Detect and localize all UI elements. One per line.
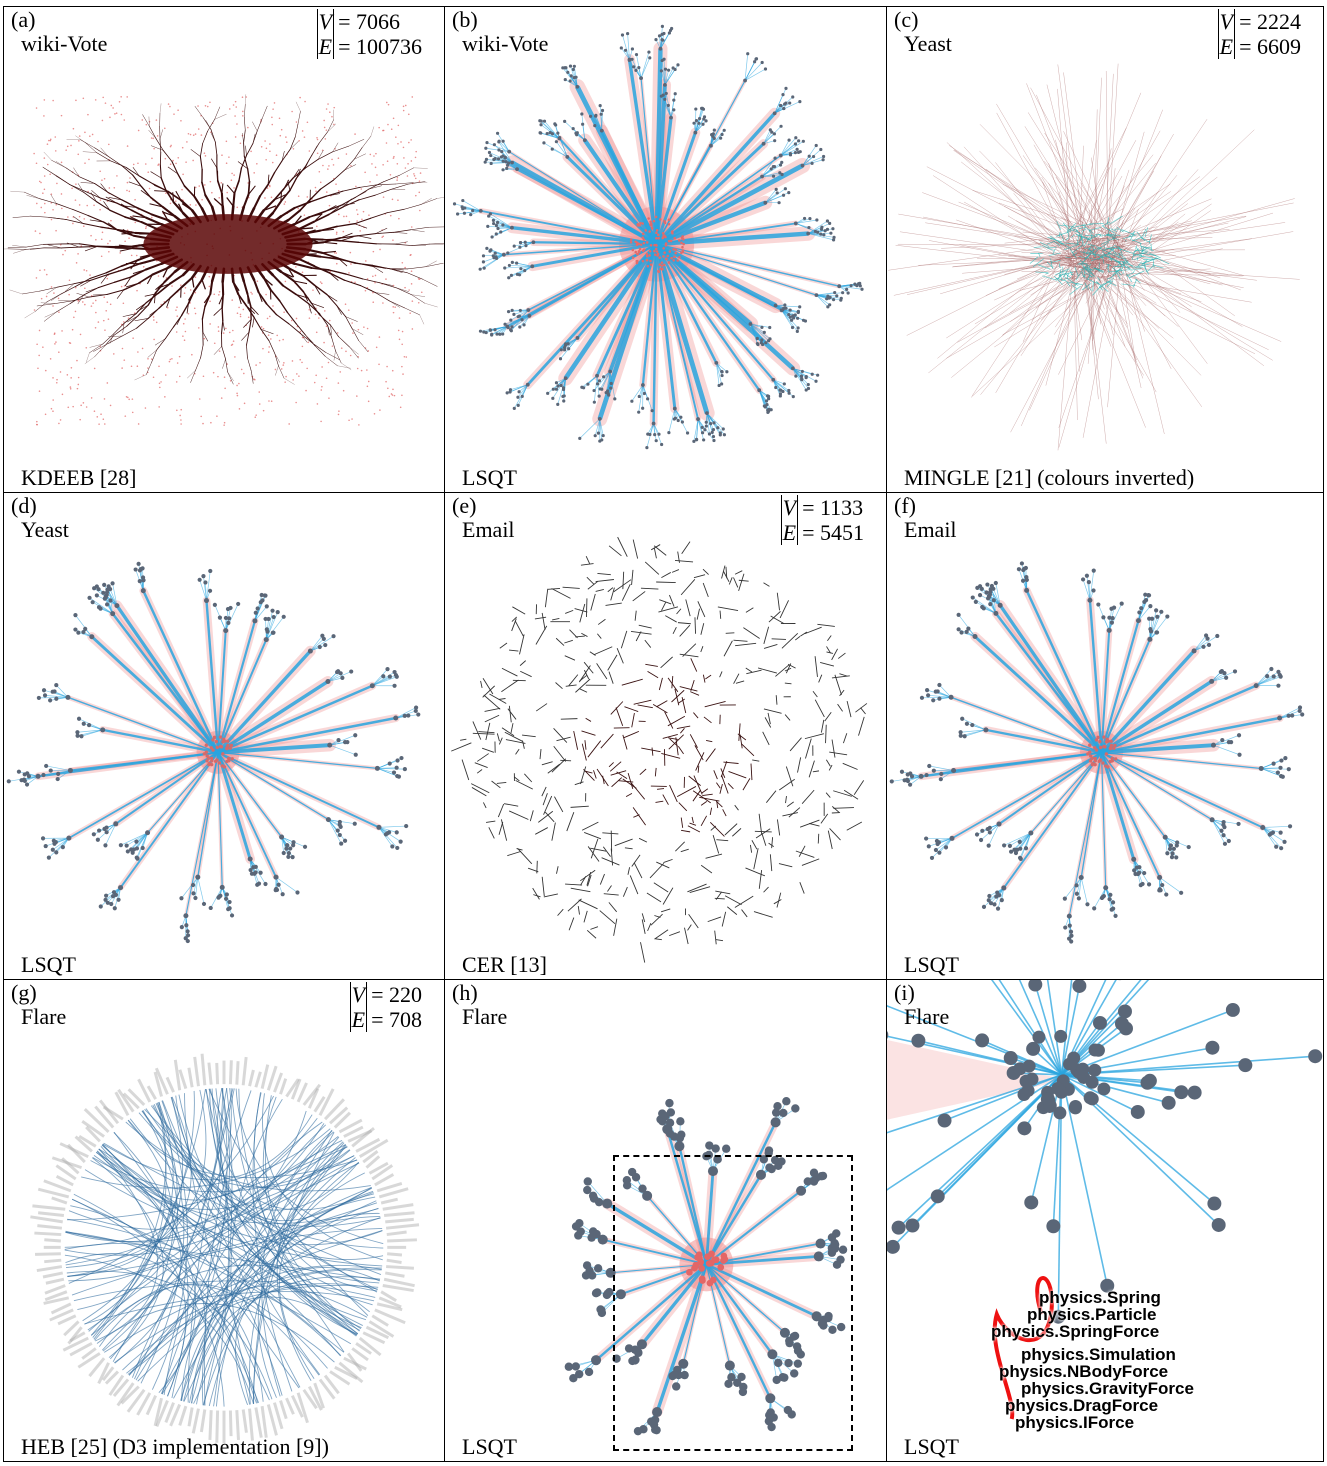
node-label-nbodyforce: physics.NBodyForce bbox=[999, 1362, 1169, 1381]
panel-f: (f) Email LSQT bbox=[887, 493, 1324, 980]
node-label-particle: physics.Particle bbox=[1027, 1305, 1157, 1324]
panel-h-visualization bbox=[564, 1097, 848, 1436]
panel-label: (b) bbox=[452, 7, 478, 32]
voronoi-edges bbox=[451, 536, 868, 963]
vertex-symbol: V bbox=[1217, 9, 1236, 34]
dataset-name: wiki-Vote bbox=[462, 31, 549, 56]
graph-stats: V= 2224 E= 6609 bbox=[1217, 9, 1301, 59]
edge-symbol: E bbox=[1217, 34, 1236, 59]
dataset-name: Flare bbox=[21, 1004, 67, 1029]
dataset-name: wiki-Vote bbox=[21, 31, 108, 56]
zoom-region-box bbox=[613, 1155, 853, 1451]
graph-stats: V= 1133 E= 5451 bbox=[780, 495, 864, 545]
panel-c-visualization bbox=[888, 63, 1300, 451]
vertex-count: = 220 bbox=[371, 982, 422, 1007]
edge-count: = 6609 bbox=[1239, 34, 1301, 59]
graph-nodes bbox=[452, 24, 864, 450]
panel-label: (i) bbox=[894, 980, 915, 1005]
vertex-symbol: V bbox=[349, 982, 368, 1007]
graph-nodes bbox=[889, 561, 1305, 944]
bundled-edges bbox=[8, 563, 419, 942]
dataset-name: Flare bbox=[462, 1004, 508, 1029]
panel-g-visualization bbox=[30, 1053, 420, 1444]
method-caption: LSQT bbox=[904, 1434, 959, 1459]
edge-symbol: E bbox=[780, 520, 799, 545]
panel-b: (b) wiki-Vote LSQT bbox=[445, 6, 887, 493]
graph-stats: V= 220 E= 708 bbox=[349, 982, 422, 1032]
graph-nodes bbox=[887, 980, 1323, 1324]
method-caption: CER [13] bbox=[462, 952, 547, 977]
panel-d-visualization bbox=[6, 561, 421, 944]
vertex-symbol: V bbox=[780, 495, 799, 520]
method-caption: HEB [25] (D3 implementation [9]) bbox=[21, 1434, 329, 1459]
dataset-name: Flare bbox=[904, 1004, 950, 1029]
figure-grid: (a) wiki-Vote V= 7066 E= 100736 KDEEB [2… bbox=[3, 6, 1324, 1462]
graph-stats: V= 7066 E= 100736 bbox=[316, 9, 422, 59]
method-caption: LSQT bbox=[462, 465, 517, 490]
panel-label: (a) bbox=[11, 7, 36, 32]
edge-count: = 100736 bbox=[338, 34, 422, 59]
node-label-iforce: physics.IForce bbox=[1015, 1413, 1135, 1432]
core-cluster bbox=[1029, 215, 1170, 296]
method-caption: KDEEB [28] bbox=[21, 465, 137, 490]
edge-count: = 708 bbox=[371, 1007, 422, 1032]
vertex-count: = 2224 bbox=[1239, 9, 1301, 34]
method-caption: LSQT bbox=[904, 952, 959, 977]
graph-nodes bbox=[6, 561, 421, 944]
method-caption: MINGLE [21] (colours inverted) bbox=[904, 465, 1195, 490]
panel-i-visualization bbox=[887, 980, 1323, 1420]
edge-count: = 5451 bbox=[802, 520, 864, 545]
panel-label: (g) bbox=[11, 980, 37, 1005]
node-label-springforce: physics.SpringForce bbox=[991, 1322, 1160, 1341]
dataset-name: Yeast bbox=[904, 31, 952, 56]
panel-label: (f) bbox=[894, 493, 916, 518]
edge-symbol: E bbox=[316, 34, 335, 59]
panel-g: (g) Flare V= 220 E= 708 HEB [25] (D3 imp… bbox=[3, 980, 445, 1462]
dataset-name: Email bbox=[904, 517, 957, 542]
panel-e: (e) Email V= 1133 E= 5451 CER [13] bbox=[445, 493, 887, 980]
panel-f-visualization bbox=[889, 561, 1305, 944]
panel-a: (a) wiki-Vote V= 7066 E= 100736 KDEEB [2… bbox=[3, 6, 445, 493]
bundled-edges bbox=[891, 563, 1303, 942]
node-label-dragforce: physics.DragForce bbox=[1005, 1396, 1159, 1415]
method-caption: LSQT bbox=[21, 952, 76, 977]
panel-label: (d) bbox=[11, 493, 37, 518]
panel-label: (h) bbox=[452, 980, 478, 1005]
highlighted-edges bbox=[992, 1276, 1054, 1420]
node-label-spring: physics.Spring bbox=[1039, 1288, 1161, 1307]
dataset-name: Email bbox=[462, 517, 515, 542]
panel-label: (e) bbox=[452, 493, 477, 518]
panel-c: (c) Yeast V= 2224 E= 6609 MINGLE [21] (c… bbox=[887, 6, 1324, 493]
node-label-simulation: physics.Simulation bbox=[1021, 1345, 1176, 1364]
node-label-gravityforce: physics.GravityForce bbox=[1021, 1379, 1194, 1398]
panel-label: (c) bbox=[894, 7, 919, 32]
bundled-edges bbox=[888, 63, 1300, 451]
leaf-labels bbox=[30, 1053, 420, 1444]
panel-d: (d) Yeast LSQT bbox=[3, 493, 445, 980]
panel-e-visualization bbox=[451, 536, 868, 963]
vertex-count: = 1133 bbox=[802, 495, 864, 520]
vertex-symbol: V bbox=[316, 9, 335, 34]
method-caption: LSQT bbox=[462, 1434, 517, 1459]
hierarchical-bundles bbox=[64, 1088, 384, 1407]
panel-b-visualization bbox=[452, 24, 864, 450]
dense-core bbox=[143, 214, 313, 274]
panel-h: (h) Flare LSQT bbox=[445, 980, 887, 1462]
vertex-count: = 7066 bbox=[338, 9, 400, 34]
dataset-name: Yeast bbox=[21, 517, 69, 542]
bundled-edges bbox=[887, 980, 1316, 1317]
panel-a-visualization bbox=[4, 94, 444, 426]
edge-symbol: E bbox=[349, 1007, 368, 1032]
panel-i: physics.Spring physics.Particle physics.… bbox=[887, 980, 1324, 1462]
graph-nodes bbox=[564, 1097, 848, 1436]
